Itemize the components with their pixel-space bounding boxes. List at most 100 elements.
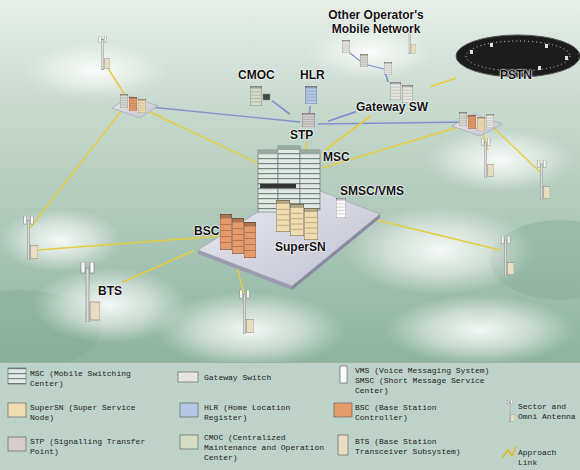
site-slab [112, 96, 158, 118]
remote-cabinet [468, 115, 476, 129]
approach-link-icon [502, 446, 516, 458]
network-link [305, 142, 307, 150]
legend-text: VMS (Voice Messaging System) SMSC (Short… [355, 366, 489, 395]
equipment-node: SuperSN [272, 198, 328, 256]
legend-text: BTS (Base Station Transceiver Subsystem) [355, 437, 461, 456]
antenna-tower [99, 36, 110, 70]
hlr-equipment [305, 86, 317, 104]
node-label: CMOC [238, 68, 282, 82]
approach-link [322, 126, 462, 168]
legend-text: Sector and Omni Antenna [518, 402, 576, 421]
legend-text: CMOC (Centralized Maintenance and Operat… [204, 433, 324, 462]
network-link [386, 74, 388, 82]
coverage-cell [425, 128, 575, 192]
network-link [430, 78, 456, 87]
equipment-node: PSTN [456, 34, 580, 82]
msc-roof [278, 146, 300, 150]
cmoc-equipment [250, 86, 262, 106]
legend-entry: BTS (Base Station Transceiver Subsystem) [355, 437, 465, 457]
node-label: BTS [98, 284, 132, 298]
bts-tower [81, 262, 100, 322]
coverage-cell [385, 295, 575, 365]
smsc-equipment [336, 198, 346, 218]
bsc-equipment [232, 218, 244, 254]
legend-text: STP (Signalling Transfer Point) [30, 437, 145, 456]
remote-cabinet [486, 114, 494, 128]
remote-cabinet [459, 112, 467, 126]
signalling-wire [140, 106, 300, 122]
approach-link [30, 110, 122, 228]
phone-symbol [538, 66, 541, 70]
legend-entry: STP (Signalling Transfer Point) [30, 437, 165, 457]
legend-entry: MSC (Mobile Switching Center) [30, 369, 155, 389]
equipment-node: BTS [74, 262, 122, 324]
equipment-node: BSC [194, 212, 260, 260]
bsc-icon [334, 403, 352, 417]
network-link [272, 101, 290, 114]
node-label: SMSC/VMS [340, 184, 406, 198]
coverage-cell [20, 40, 170, 100]
equipment-node: Other Operator's Mobile Network [314, 8, 438, 74]
legend-entry: Gateway Switch [204, 373, 334, 383]
antenna-tower [501, 236, 514, 276]
legend-text: MSC (Mobile Switching Center) [30, 369, 131, 388]
node-label: STP [290, 128, 330, 142]
cmoc-icon [180, 435, 198, 449]
equipment-node: CMOC [236, 68, 272, 106]
msc-building [258, 150, 278, 212]
remote-cabinet [129, 97, 137, 111]
phone-symbol [470, 50, 473, 54]
remote-cabinet [360, 54, 368, 67]
supersn-icon [8, 403, 26, 417]
legend-text: BSC (Base Station Controller) [355, 403, 437, 422]
msc-band [260, 184, 296, 188]
legend-text: Approach Link [518, 448, 556, 467]
signalling-wire [318, 122, 470, 124]
node-label: HLR [300, 68, 334, 82]
supersn-equipment [304, 208, 318, 240]
antenna-icon [507, 400, 515, 422]
legend-entry: VMS (Voice Messaging System) SMSC (Short… [355, 366, 495, 396]
pstn-ring [466, 41, 570, 71]
network-link [309, 106, 311, 114]
remote-cabinet [138, 99, 146, 113]
legend-entry: HLR (Home Location Register) [204, 403, 324, 423]
bts-icon [338, 435, 348, 455]
supersn-equipment [276, 200, 290, 232]
msc-roof [300, 150, 320, 154]
gateway-equipment [390, 82, 401, 100]
equipment-node: MSC [255, 150, 353, 182]
msc-building [300, 150, 320, 210]
node-label: Other Operator's Mobile Network [314, 8, 438, 36]
bsc-equipment [244, 222, 256, 258]
legend-entry: SuperSN (Super Service Node) [30, 403, 140, 423]
gateway-icon [178, 372, 198, 382]
vms-icon [340, 366, 347, 383]
phone-symbol [490, 43, 493, 47]
hlr-icon [180, 403, 198, 417]
antenna-tower [537, 160, 550, 200]
remote-cabinet [342, 40, 350, 53]
network-link [328, 112, 356, 122]
msc-icon [8, 368, 26, 384]
equipment-node: Gateway SW [356, 82, 430, 116]
equipment-node: STP [288, 114, 328, 142]
approach-link [494, 128, 540, 172]
network-link [325, 116, 370, 150]
node-label: PSTN [500, 68, 550, 82]
node-label: Gateway SW [356, 100, 436, 114]
legend-text: HLR (Home Location Register) [204, 403, 290, 422]
node-label: MSC [323, 150, 363, 164]
node-label: SuperSN [275, 240, 335, 254]
antenna-tower [240, 290, 254, 334]
supersn-equipment [290, 204, 304, 236]
cmoc-monitor [263, 94, 270, 100]
remote-cabinet [120, 94, 128, 108]
phone-symbol [545, 44, 548, 48]
remote-cabinet [384, 62, 392, 75]
stp-icon [8, 437, 26, 451]
phone-symbol [565, 56, 568, 60]
